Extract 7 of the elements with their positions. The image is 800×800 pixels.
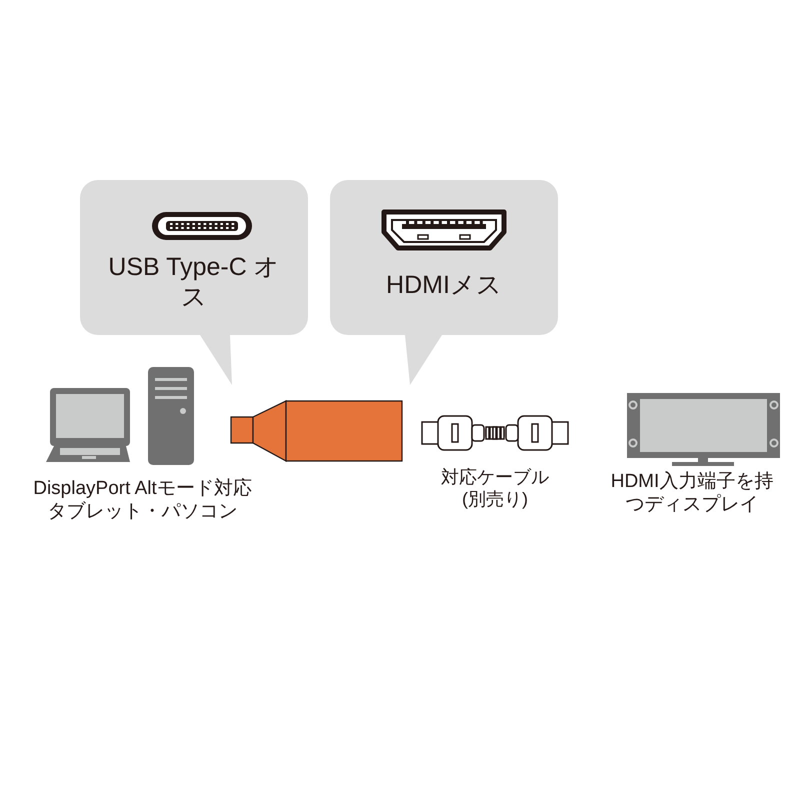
speech-bubble (330, 180, 558, 385)
node-label: HDMI入力端子を持つディスプレイ (610, 471, 774, 517)
node-label: 対応ケーブル(別売り) (440, 467, 550, 510)
node-label: USB Type-C オス (107, 252, 281, 312)
node-label: DisplayPort Altモード対応タブレット・パソコン (32, 478, 253, 524)
node-label: HDMIメス (385, 270, 503, 300)
speech-bubble (80, 180, 308, 385)
